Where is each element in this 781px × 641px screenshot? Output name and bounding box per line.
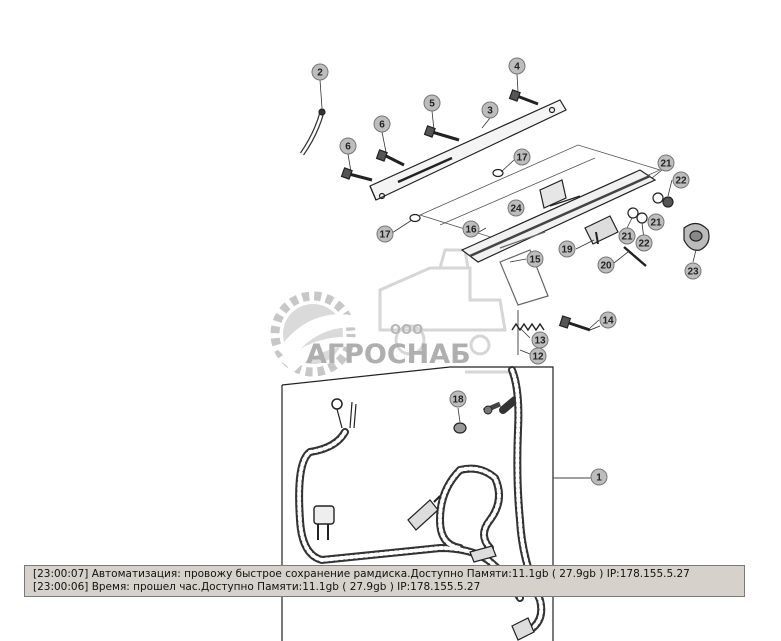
callout-19: 19 — [558, 240, 576, 258]
callout-label: 3 — [487, 106, 493, 117]
callout-21-low: 21 — [618, 227, 636, 245]
callout-20: 20 — [597, 256, 615, 274]
mounting-bar — [369, 99, 567, 201]
harness-box-outline — [281, 366, 554, 641]
switch-part — [584, 215, 619, 245]
callout-5: 5 — [423, 94, 441, 112]
callout-label: 6 — [379, 120, 385, 131]
callout-22-top: 22 — [672, 171, 690, 189]
knob-part — [683, 222, 710, 251]
callout-13: 13 — [531, 331, 549, 349]
bolt-4 — [516, 94, 539, 106]
callout-label: 4 — [514, 62, 520, 73]
callout-label: 2 — [317, 68, 323, 79]
bolt-6b — [348, 172, 373, 182]
callout-label: 21 — [650, 218, 662, 229]
callout-15: 15 — [526, 250, 544, 268]
callout-label: 6 — [345, 142, 351, 153]
callout-23: 23 — [684, 262, 702, 280]
log-panel: [23:00:07] Автоматизация: провожу быстро… — [24, 565, 745, 597]
callout-label: 18 — [452, 395, 464, 406]
slot-plate — [499, 249, 549, 306]
callout-14: 14 — [599, 311, 617, 329]
callout-21-top: 21 — [657, 154, 675, 172]
gear-logo-icon — [270, 291, 372, 377]
callout-label: 13 — [534, 336, 546, 347]
bolt-20 — [623, 246, 647, 267]
bolt-5 — [431, 130, 460, 142]
log-line: [23:00:07] Автоматизация: провожу быстро… — [33, 568, 690, 580]
callouts: 2 4 5 3 6 6 17 21 22 24 17 16 21 21 22 1… — [311, 57, 702, 486]
callout-3: 3 — [481, 101, 499, 119]
callout-6-left: 6 — [339, 137, 357, 155]
callout-label: 19 — [561, 245, 573, 256]
watermark-company-name: АГРОСНАБ — [306, 339, 471, 370]
callout-24: 24 — [507, 199, 525, 217]
callout-label: 22 — [675, 176, 687, 187]
bolt-6a — [383, 153, 405, 167]
sensor-18 — [453, 401, 502, 434]
callout-label: 17 — [516, 153, 528, 164]
leader-lines — [319, 73, 697, 479]
callout-6-top: 6 — [373, 115, 391, 133]
callout-label: 12 — [532, 352, 544, 363]
callout-label: 1 — [596, 473, 602, 484]
watermark-company-form: ООО — [390, 323, 423, 338]
callout-4: 4 — [508, 57, 526, 75]
log-line: [23:00:06] Время: прошел час.Доступно Па… — [33, 581, 481, 593]
agrosnab-watermark: ООО АГРОСНАБ — [270, 248, 510, 377]
upper-assembly — [299, 89, 710, 355]
callout-label: 20 — [600, 261, 612, 272]
callout-label: 16 — [465, 225, 477, 236]
callout-18: 18 — [449, 390, 467, 408]
callout-label: 21 — [660, 159, 672, 170]
callout-label: 14 — [602, 316, 614, 327]
callout-2: 2 — [311, 63, 329, 81]
callout-label: 24 — [510, 204, 522, 215]
harness-assembly — [281, 366, 590, 641]
callout-17-top: 17 — [513, 148, 531, 166]
callout-label: 17 — [379, 230, 391, 241]
callout-21-mid: 21 — [647, 213, 665, 231]
callout-label: 22 — [638, 239, 650, 250]
callout-17-left: 17 — [376, 225, 394, 243]
callout-12: 12 — [529, 347, 547, 365]
callout-22-low: 22 — [635, 234, 653, 252]
harvester-icon — [378, 248, 510, 374]
callout-label: 23 — [687, 267, 699, 278]
callout-16: 16 — [462, 220, 480, 238]
callout-label: 15 — [529, 255, 541, 266]
callout-label: 21 — [621, 232, 633, 243]
callout-1: 1 — [590, 468, 608, 486]
spring-part — [511, 322, 545, 332]
callout-label: 5 — [429, 99, 435, 110]
bolt-14 — [565, 320, 591, 332]
